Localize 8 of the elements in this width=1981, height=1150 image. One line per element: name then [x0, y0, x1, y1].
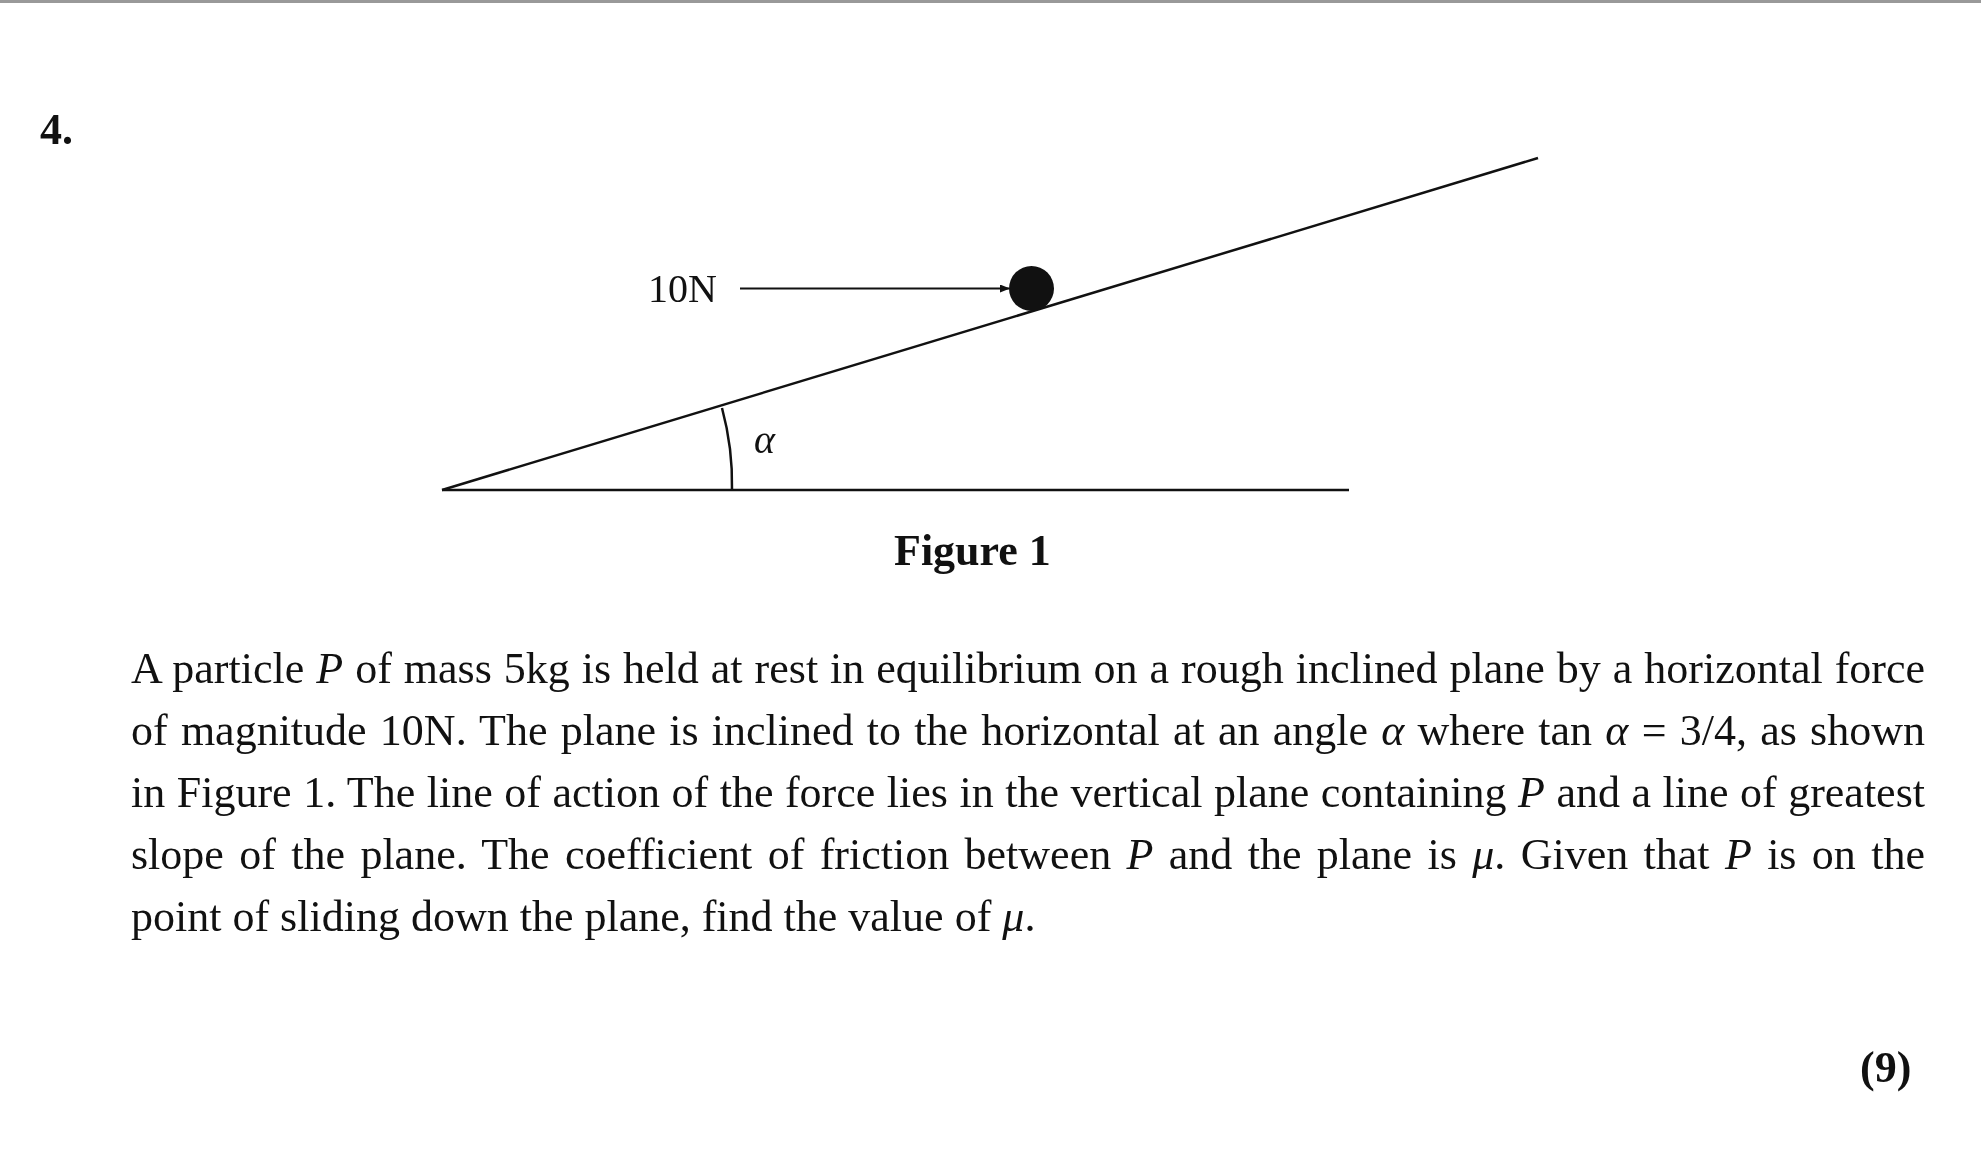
- force-label: 10N: [648, 266, 740, 312]
- angle-label: α: [754, 416, 775, 463]
- force-arrow: [739, 284, 1010, 293]
- question-text: A particle P of mass 5kg is held at rest in equilibrium on a rough inclined plane by a horizontal force of magnitude 10N. The plane is inclined to the horizontal at an angle α where tan α = 3/4, as shown in Figure 1. The line of action of the force lies in the vertical plane containing P and a line of greatest slope of the plane. The coefficient of friction between P and the plane is μ. Given that P is on the point of sliding down the plane, find the value of μ.: [131, 643, 1925, 943]
- particle: [1009, 266, 1054, 311]
- marks: (9): [1860, 1042, 1912, 1093]
- question-number: 4.: [40, 104, 73, 155]
- figure-caption: Figure 1: [894, 525, 1051, 576]
